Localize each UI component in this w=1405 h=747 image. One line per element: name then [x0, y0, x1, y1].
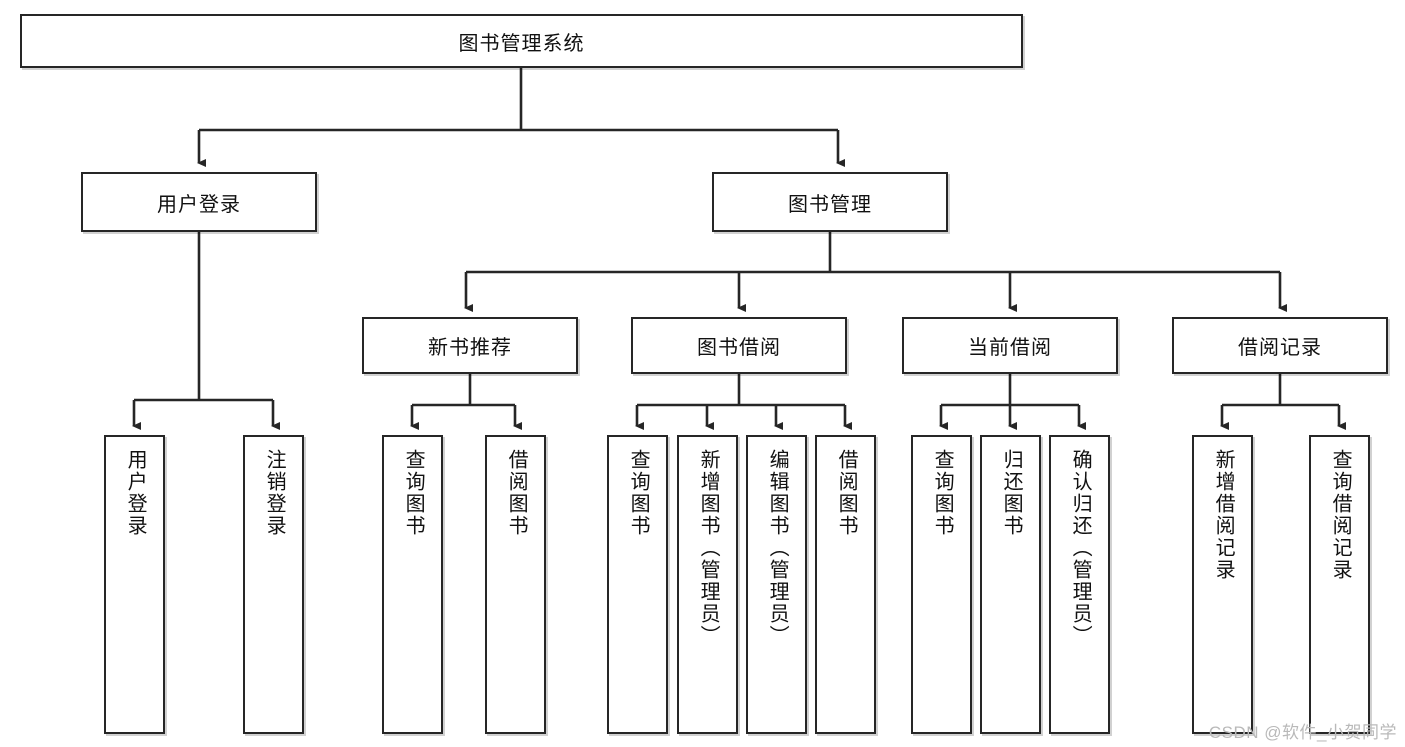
leaf-label: 查询图书: [627, 449, 650, 537]
leaf-current-return-book[interactable]: 归还图书: [980, 435, 1041, 734]
node-root[interactable]: 图书管理系统: [20, 14, 1023, 68]
node-new-book-recommend-label: 新书推荐: [428, 337, 512, 359]
leaf-borrow-query-book[interactable]: 查询图书: [607, 435, 668, 734]
node-book-management-label: 图书管理: [788, 193, 872, 216]
leaf-borrow-edit-book-admin[interactable]: 编辑图书（管理员）: [746, 435, 807, 734]
leaf-label: 借阅图书: [505, 449, 528, 537]
node-current-borrow[interactable]: 当前借阅: [902, 317, 1118, 374]
node-book-management[interactable]: 图书管理: [712, 172, 948, 232]
leaf-record-add[interactable]: 新增借阅记录: [1192, 435, 1253, 734]
leaf-borrow-borrow-book[interactable]: 借阅图书: [815, 435, 876, 734]
leaf-label: 归还图书: [1000, 449, 1023, 537]
leaf-borrow-add-book-admin[interactable]: 新增图书（管理员）: [677, 435, 738, 734]
leaf-new-book-query[interactable]: 查询图书: [382, 435, 443, 734]
node-borrow-record-label: 借阅记录: [1238, 337, 1322, 359]
node-book-borrow-label: 图书借阅: [697, 337, 781, 359]
node-root-label: 图书管理系统: [458, 32, 585, 55]
leaf-new-book-borrow[interactable]: 借阅图书: [485, 435, 546, 734]
leaf-label: 用户登录: [124, 449, 147, 537]
leaf-label: 确认归还（管理员）: [1069, 449, 1092, 647]
leaf-current-query-book[interactable]: 查询图书: [911, 435, 972, 734]
node-current-borrow-label: 当前借阅: [968, 337, 1052, 359]
node-user-login[interactable]: 用户登录: [81, 172, 317, 232]
node-user-login-label: 用户登录: [157, 193, 241, 216]
csdn-watermark: CSDN @软件_小贺同学: [1208, 723, 1397, 742]
leaf-label: 新增借阅记录: [1212, 449, 1235, 581]
leaf-user-login-login[interactable]: 用户登录: [104, 435, 165, 734]
leaf-label: 编辑图书（管理员）: [766, 449, 789, 647]
leaf-record-query[interactable]: 查询借阅记录: [1309, 435, 1370, 734]
leaf-label: 查询图书: [402, 449, 425, 537]
leaf-current-confirm-return-admin[interactable]: 确认归还（管理员）: [1049, 435, 1110, 734]
leaf-user-login-logout[interactable]: 注销登录: [243, 435, 304, 734]
node-borrow-record[interactable]: 借阅记录: [1172, 317, 1388, 374]
leaf-label: 新增图书（管理员）: [697, 449, 720, 647]
leaf-label: 借阅图书: [835, 449, 858, 537]
leaf-label: 查询借阅记录: [1329, 449, 1352, 581]
node-book-borrow[interactable]: 图书借阅: [631, 317, 847, 374]
leaf-label: 查询图书: [931, 449, 954, 537]
leaf-label: 注销登录: [263, 449, 286, 537]
node-new-book-recommend[interactable]: 新书推荐: [362, 317, 578, 374]
